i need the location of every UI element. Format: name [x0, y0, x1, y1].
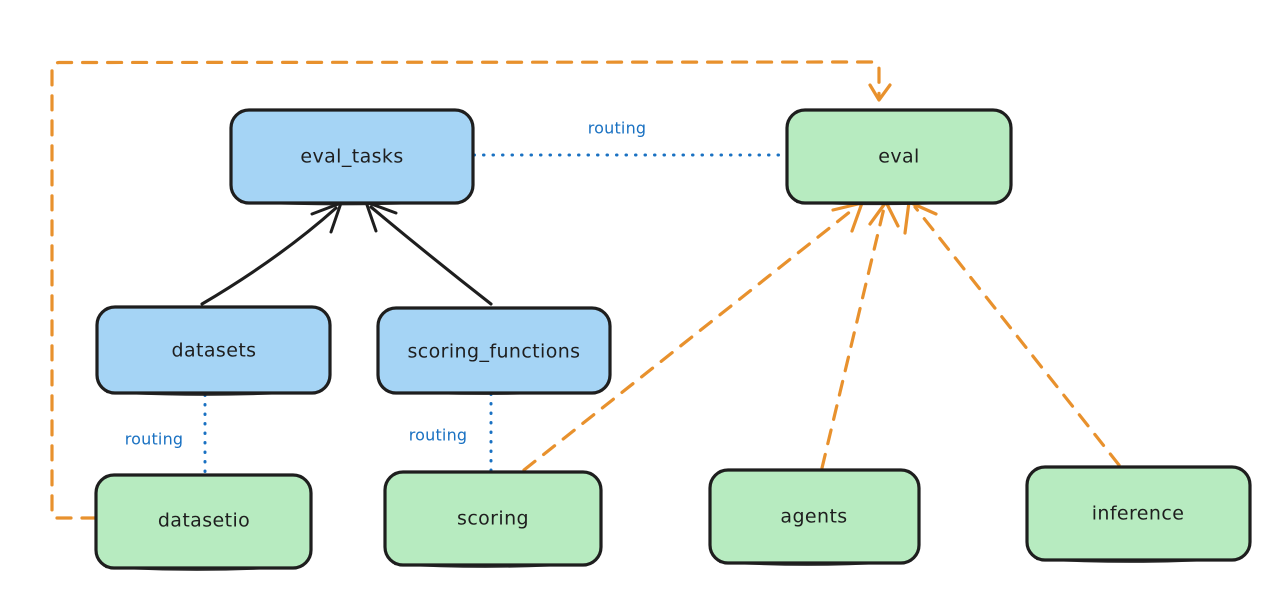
node-agents-label: agents — [780, 506, 847, 528]
node-scoring-label: scoring — [457, 508, 529, 530]
edge-agents-eval — [820, 200, 900, 470]
edge-label-routing-left: routing — [125, 430, 184, 449]
node-inference-label: inference — [1092, 503, 1185, 525]
edge-label-routing-top: routing — [588, 119, 647, 138]
node-eval-tasks-label: eval_tasks — [300, 146, 403, 168]
node-scoring-functions-shape[interactable] — [376, 306, 612, 395]
node-scoring-shape[interactable] — [383, 470, 603, 567]
node-eval[interactable]: eval — [785, 108, 1013, 206]
node-scoring-functions-label: scoring_functions — [408, 341, 581, 363]
edge-label-layer: routing routing routing — [125, 119, 647, 449]
node-agents[interactable]: agents — [708, 468, 921, 566]
node-eval-label: eval — [878, 146, 919, 168]
edge-datasetio-eval — [50, 60, 892, 520]
node-datasets[interactable]: datasets — [95, 305, 332, 396]
node-eval-tasks-shape[interactable] — [229, 108, 475, 205]
node-datasets-label: datasets — [172, 340, 257, 362]
node-inference-shape[interactable] — [1025, 465, 1252, 562]
edge-scoring-functions-eval-tasks — [364, 200, 493, 306]
edge-inference-eval — [903, 200, 1121, 467]
node-datasetio[interactable]: datasetio — [94, 473, 313, 571]
node-datasets-shape[interactable] — [95, 305, 332, 395]
node-scoring[interactable]: scoring — [383, 470, 603, 568]
node-datasetio-label: datasetio — [158, 510, 250, 532]
node-datasetio-shape[interactable] — [94, 473, 313, 570]
edge-label-routing-middle: routing — [409, 426, 468, 445]
node-scoring-functions[interactable]: scoring_functions — [376, 306, 612, 395]
node-eval-tasks[interactable]: eval_tasks — [229, 108, 475, 206]
node-eval-shape[interactable] — [785, 108, 1013, 205]
node-inference[interactable]: inference — [1025, 465, 1252, 563]
edge-layer — [50, 60, 1121, 520]
edge-datasets-eval-tasks — [200, 201, 343, 306]
node-agents-shape[interactable] — [708, 468, 921, 565]
